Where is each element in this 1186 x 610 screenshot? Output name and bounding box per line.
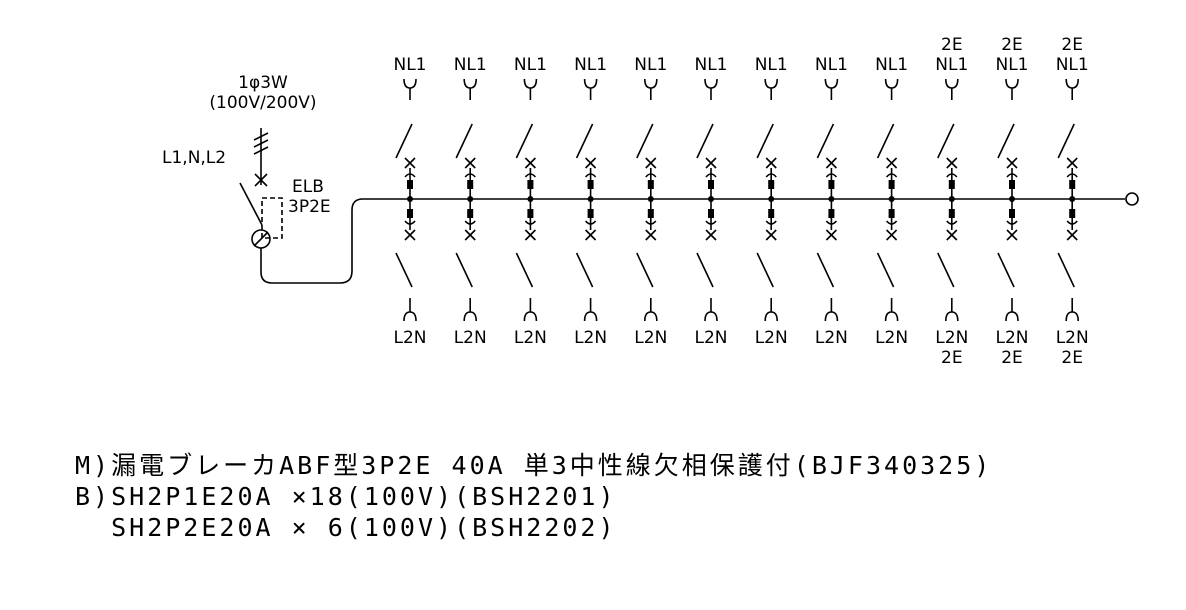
branch-top-label: NL1 [995,55,1028,75]
branch-bottom-label: L2N [935,328,968,348]
branch-top-label: NL1 [393,55,426,75]
branch-top-label: NL1 [815,55,848,75]
branch-bottom-label: 2E [941,348,963,368]
supply-phase-label: 1φ3W [238,73,288,93]
elb-type-label: 3P2E [288,197,331,217]
main-elb-breaker [239,182,1139,284]
branch-bottom-label: L2N [454,328,487,348]
branch-top-label: NL1 [935,55,968,75]
supply-voltage-label: (100V/200V) [209,93,316,113]
branch-bottom-label: L2N [514,328,547,348]
elb-label: ELB [292,177,324,197]
branch-top-label: 2E [1001,35,1023,55]
branch-top-label: NL1 [1056,55,1089,75]
branch-top-label: NL1 [694,55,727,75]
branch-bottom-label: L2N [634,328,667,348]
supply-lines-label: L1,N,L2 [162,148,226,168]
branch-top-label: NL1 [514,55,547,75]
branch-bottom-label: L2N [694,328,727,348]
branch-bottom-label: L2N [393,328,426,348]
branch-bottom-label: 2E [1001,348,1023,368]
branch-top-label: NL1 [574,55,607,75]
branch-top-label: NL1 [454,55,487,75]
branch-top-label: NL1 [875,55,908,75]
branch-bottom-label: L2N [1056,328,1089,348]
branch-bottom-label: L2N [755,328,788,348]
note-branch-1e: B)SH2P1E20A ×18(100V)(BSH2201) [75,482,617,511]
branch-bottom-label: L2N [574,328,607,348]
branch-bottom-label: 2E [1061,348,1083,368]
branch-circuits: NL1L2NNL1L2NNL1L2NNL1L2NNL1L2NNL1L2NNL1L… [393,35,1088,368]
branch-bottom-label: L2N [995,328,1028,348]
branch-top-label: NL1 [755,55,788,75]
note-main-breaker: M)漏電ブレーカABF型3P2E 40A 単3中性線欠相保護付(BJF34032… [75,451,992,480]
branch-bottom-label: L2N [815,328,848,348]
branch-top-label: NL1 [634,55,667,75]
branch-top-label: 2E [941,35,963,55]
incoming-supply [253,128,269,187]
branch-top-label: 2E [1061,35,1083,55]
branch-bottom-label: L2N [875,328,908,348]
note-branch-2e: SH2P2E20A × 6(100V)(BSH2202) [75,513,617,542]
